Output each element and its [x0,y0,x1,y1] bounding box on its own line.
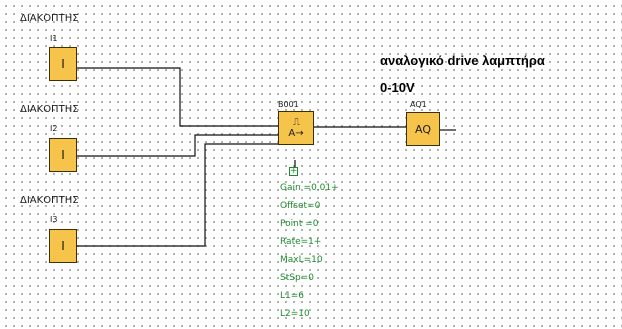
annotation-voltage-range: 0-10V [380,80,415,95]
parameter-gain: Gain =0.01+ [280,183,339,193]
input-tag-1: I1 [50,34,58,43]
input-block-3[interactable]: I [49,229,77,263]
wire-i2 [77,134,278,157]
switch-group-label-2: ΔΙΑΚΟΠΤΗΣ [20,104,79,115]
expand-parameters-button[interactable]: + [289,166,298,176]
amplifier-wave-icon: ⎍ [293,117,300,128]
parameter-stsp: StSp=0 [280,273,314,283]
annotation-title: αναλογικό drive λαμπτήρα [380,53,545,68]
input-symbol-2: I [61,148,65,162]
parameter-l1: L1=6 [280,291,305,301]
input-block-1[interactable]: I [49,47,77,81]
input-tag-3: I3 [50,215,58,224]
parameter-l2: L2=10 [280,309,310,319]
analog-output-block[interactable]: AQ [406,112,440,146]
input-symbol-1: I [61,57,65,71]
switch-group-label-1: ΔΙΑΚΟΠΤΗΣ [20,13,79,24]
wire-i3 [77,143,278,247]
parameter-rate: Rate=1+ [280,237,322,247]
output-tag: AQ1 [410,100,427,109]
amplifier-tag: B001 [278,100,299,109]
amplifier-block[interactable]: ⎍ A→ [278,111,314,145]
parameter-point: Point =0 [280,219,319,229]
parameter-offset: Offset=0 [280,201,321,211]
input-symbol-3: I [61,239,65,253]
parameter-maxl: MaxL=10 [280,255,323,265]
amplifier-arrow-symbol: A→ [288,128,304,139]
wire-i1 [77,67,278,127]
analog-output-symbol: AQ [415,122,431,136]
input-block-2[interactable]: I [49,138,77,172]
input-tag-2: I2 [50,124,58,133]
switch-group-label-3: ΔΙΑΚΟΠΤΗΣ [20,195,79,206]
